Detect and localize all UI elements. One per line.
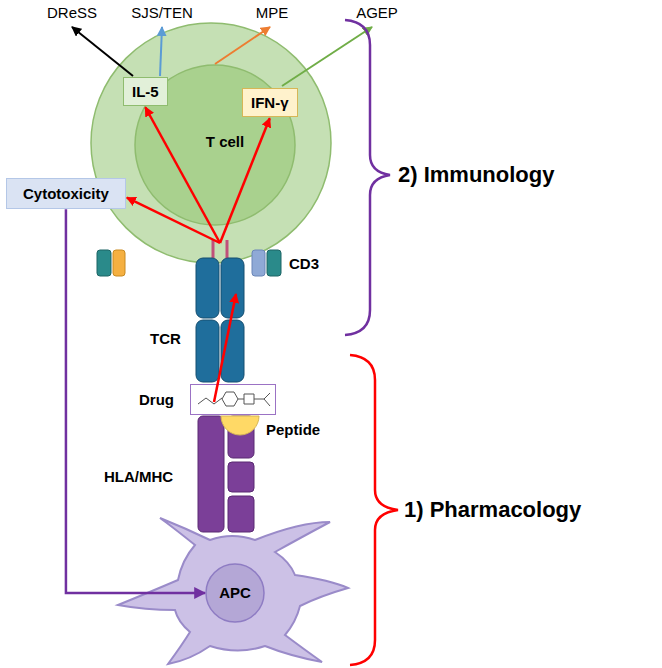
peptide-shape bbox=[221, 416, 259, 435]
reaction-label: SJS/TEN bbox=[131, 4, 193, 21]
cytokine-box: IFN-γ bbox=[242, 88, 298, 117]
part-label: HLA/MHC bbox=[104, 468, 173, 485]
cell-circle bbox=[206, 564, 264, 622]
cd3-chain bbox=[113, 250, 125, 276]
apc-nucleus: APC bbox=[205, 563, 265, 623]
effector-box: Cytotoxicity bbox=[6, 178, 126, 209]
t-cell: T cell IL-5IFN-γ bbox=[90, 22, 332, 264]
part-label: CD3 bbox=[289, 255, 319, 272]
outcome-arrow bbox=[282, 27, 372, 86]
tcr-tail bbox=[212, 240, 215, 258]
tcr-tail bbox=[226, 240, 229, 258]
part-label: TCR bbox=[150, 330, 181, 347]
binding-arrow bbox=[214, 294, 236, 402]
node-text: T cell bbox=[206, 133, 244, 150]
cd3-chain bbox=[97, 250, 111, 276]
reaction-label: DReSS bbox=[47, 4, 97, 21]
section-label: 2) Immunology bbox=[398, 162, 554, 187]
reaction-label: AGEP bbox=[356, 4, 398, 21]
node-text: APC bbox=[219, 584, 251, 601]
outcome-arrow bbox=[160, 27, 162, 76]
cd3-chain bbox=[252, 250, 265, 276]
outcome-arrow bbox=[72, 27, 133, 76]
drug-structure bbox=[198, 392, 270, 406]
tcr-chain bbox=[221, 320, 244, 382]
node-text: Drug bbox=[139, 391, 174, 408]
tcr-chain bbox=[196, 320, 219, 382]
signal-arrow bbox=[220, 118, 270, 243]
node-text: IL-5 bbox=[132, 83, 159, 100]
cytokine-box: IL-5 bbox=[123, 77, 168, 106]
signal-arrow bbox=[145, 107, 220, 243]
hla-chain bbox=[228, 416, 254, 458]
drug-box: Drug bbox=[190, 384, 276, 415]
node-text: IFN-γ bbox=[251, 94, 289, 111]
node-text: Cytotoxicity bbox=[23, 185, 109, 202]
hla-chain bbox=[228, 462, 254, 492]
reaction-label: MPE bbox=[256, 4, 289, 21]
cytotoxicity-arrow bbox=[66, 209, 205, 593]
bracket bbox=[345, 20, 390, 335]
apc-cell-body bbox=[118, 518, 348, 664]
tcr-chain bbox=[196, 258, 219, 318]
bracket bbox=[350, 355, 398, 665]
part-label: Peptide bbox=[266, 421, 320, 438]
cd3-chain bbox=[267, 250, 281, 276]
outcome-arrow bbox=[215, 27, 270, 64]
hla-chain bbox=[198, 416, 224, 532]
signal-arrow bbox=[127, 198, 220, 243]
tcr-chain bbox=[221, 258, 244, 318]
cell-circle bbox=[91, 23, 331, 263]
hla-chain bbox=[228, 496, 254, 532]
section-label: 1) Pharmacology bbox=[404, 497, 581, 522]
